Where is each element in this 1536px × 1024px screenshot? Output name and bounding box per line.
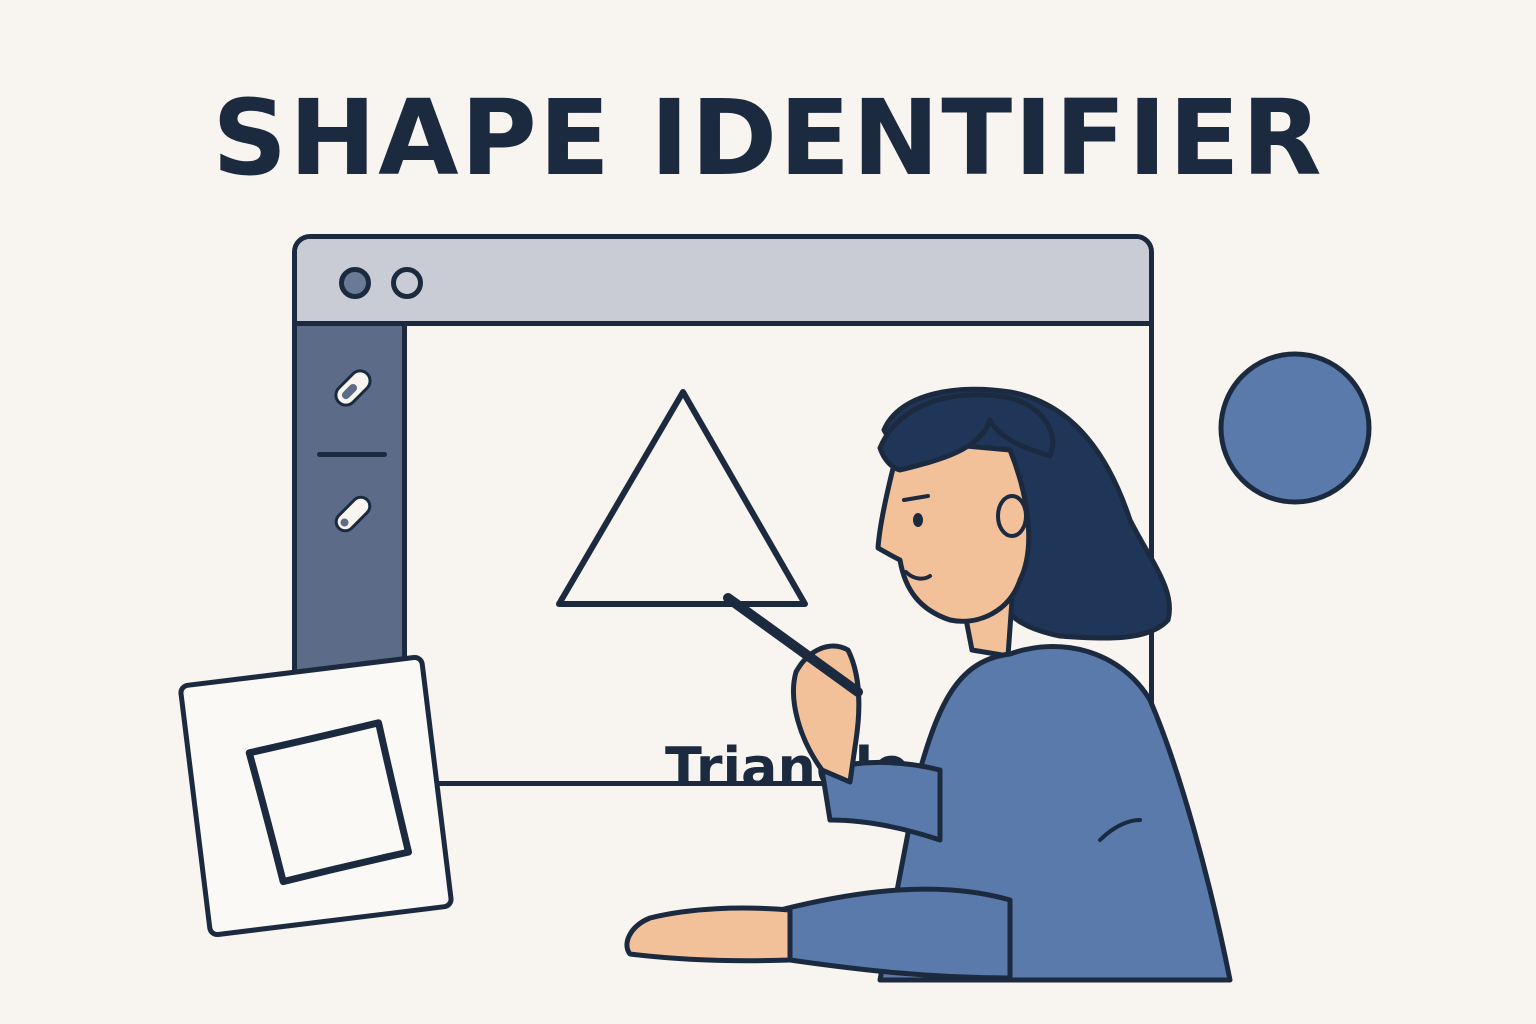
page-title: SHAPE IDENTIFIER <box>212 77 1324 199</box>
pencil-icon <box>334 369 372 407</box>
window-control-dot[interactable] <box>339 267 371 299</box>
pencil-tool-button[interactable] <box>325 360 381 416</box>
window-control-dot[interactable] <box>391 267 423 299</box>
sidebar-divider <box>317 452 387 457</box>
eraser-icon <box>334 495 372 533</box>
window-title-bar <box>297 239 1149 326</box>
eraser-tool-button[interactable] <box>325 486 381 542</box>
hand-drawn-square-icon <box>245 719 413 886</box>
square-shape-card <box>177 653 455 939</box>
drawing-canvas[interactable]: Triangle <box>407 326 1149 781</box>
triangle-shape <box>556 389 808 607</box>
